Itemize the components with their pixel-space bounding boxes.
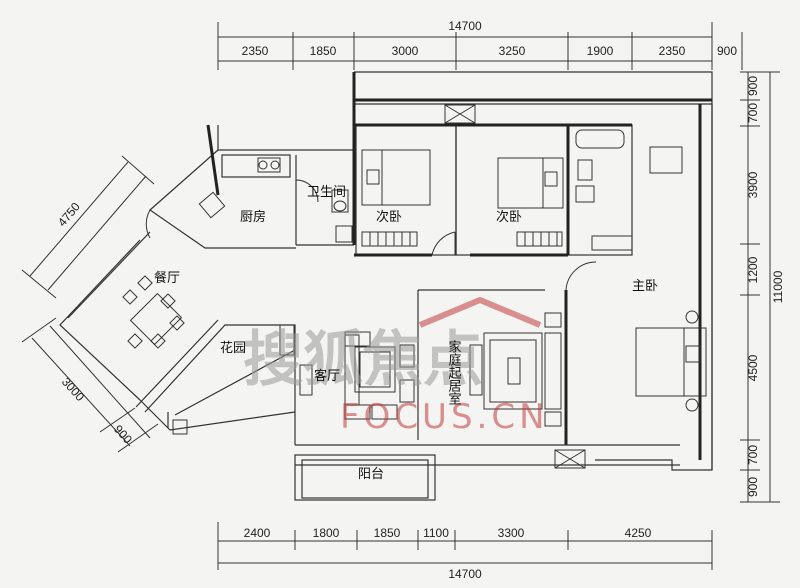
rug-icon bbox=[483, 332, 543, 410]
top-segment-1: 2350 bbox=[242, 44, 269, 58]
bottom-segment-3: 1850 bbox=[374, 526, 401, 540]
room-label-garden: 花园 bbox=[220, 340, 246, 356]
top-segment-5: 1900 bbox=[587, 44, 614, 58]
top-segment-6: 2350 bbox=[659, 44, 686, 58]
room-labels: 厨房 卫生间 次卧 次卧 主卧 餐厅 花园 客厅 家庭起居室 阳台 bbox=[154, 185, 658, 482]
bottom-segment-2: 1800 bbox=[313, 526, 340, 540]
right-total-label: 11000 bbox=[771, 270, 785, 303]
room-label-bedroom-a: 次卧 bbox=[376, 209, 402, 225]
top-segment-3: 3000 bbox=[392, 44, 419, 58]
basin-icon bbox=[335, 225, 353, 243]
room-label-family-room: 家庭起居室 bbox=[446, 339, 462, 405]
bed-icon bbox=[497, 157, 564, 209]
top-total-label: 14700 bbox=[448, 19, 482, 33]
desk-icon bbox=[649, 146, 683, 174]
left-diagonal-top-label: 4750 bbox=[55, 199, 83, 229]
dining-table-icon bbox=[129, 292, 183, 346]
tv-cabinet-icon bbox=[279, 324, 295, 356]
watermark-logo-text: 搜狐焦点 bbox=[243, 325, 483, 395]
left-diagonal-dimension bbox=[21, 155, 159, 453]
bottom-segment-5: 3300 bbox=[498, 526, 525, 540]
room-label-living: 客厅 bbox=[314, 368, 340, 384]
wardrobe-icon bbox=[361, 231, 418, 247]
wardrobe-icon bbox=[516, 231, 563, 247]
stove-icon bbox=[198, 191, 226, 219]
left-diagonal-bottom-label-1: 3000 bbox=[59, 375, 87, 404]
right-dimension: 900 700 3900 1200 4500 700 900 11000 bbox=[740, 71, 785, 503]
bed-icon bbox=[361, 149, 431, 206]
top-segment-2: 1850 bbox=[310, 44, 337, 58]
room-label-balcony: 阳台 bbox=[358, 467, 384, 482]
bottom-segment-1: 2400 bbox=[244, 526, 271, 540]
room-label-bathroom: 卫生间 bbox=[307, 185, 346, 200]
room-label-kitchen: 厨房 bbox=[240, 209, 266, 225]
toilet-icon bbox=[331, 189, 349, 213]
right-segment-2: 700 bbox=[746, 103, 760, 123]
bottom-segment-4: 1100 bbox=[423, 526, 449, 540]
right-segment-1: 900 bbox=[746, 76, 760, 96]
right-segment-7: 900 bbox=[746, 477, 760, 497]
basin-icon bbox=[575, 185, 595, 203]
right-segment-5: 4500 bbox=[746, 354, 760, 381]
room-label-dining: 餐厅 bbox=[154, 270, 180, 286]
bottom-total-label: 14700 bbox=[448, 567, 482, 581]
right-segment-3: 3900 bbox=[746, 171, 760, 198]
right-segment-6: 700 bbox=[746, 445, 760, 465]
room-label-bedroom-b: 次卧 bbox=[496, 209, 522, 225]
furniture bbox=[122, 104, 707, 469]
top-dimension: 14700 2350 1850 3000 3250 1900 2350 900 bbox=[217, 19, 743, 70]
toilet-icon bbox=[577, 159, 593, 181]
coffee-table-icon bbox=[354, 346, 396, 393]
watermark-url-text: FOCUS.CN bbox=[340, 397, 549, 437]
bathtub-icon bbox=[575, 129, 625, 149]
watermark-logo: 搜狐焦点 FOCUS.CN bbox=[243, 296, 549, 437]
room-label-master-bedroom: 主卧 bbox=[632, 279, 658, 294]
right-segment-4: 1200 bbox=[746, 256, 760, 283]
bottom-segment-6: 4250 bbox=[625, 526, 652, 540]
top-segment-4: 3250 bbox=[499, 44, 526, 58]
top-segment-7: 900 bbox=[717, 44, 737, 58]
sink-icon bbox=[257, 157, 281, 173]
walls bbox=[59, 71, 713, 501]
sofa-icon bbox=[544, 332, 562, 410]
bottom-dimension: 2400 1800 1850 1100 3300 4250 14700 bbox=[217, 522, 713, 581]
